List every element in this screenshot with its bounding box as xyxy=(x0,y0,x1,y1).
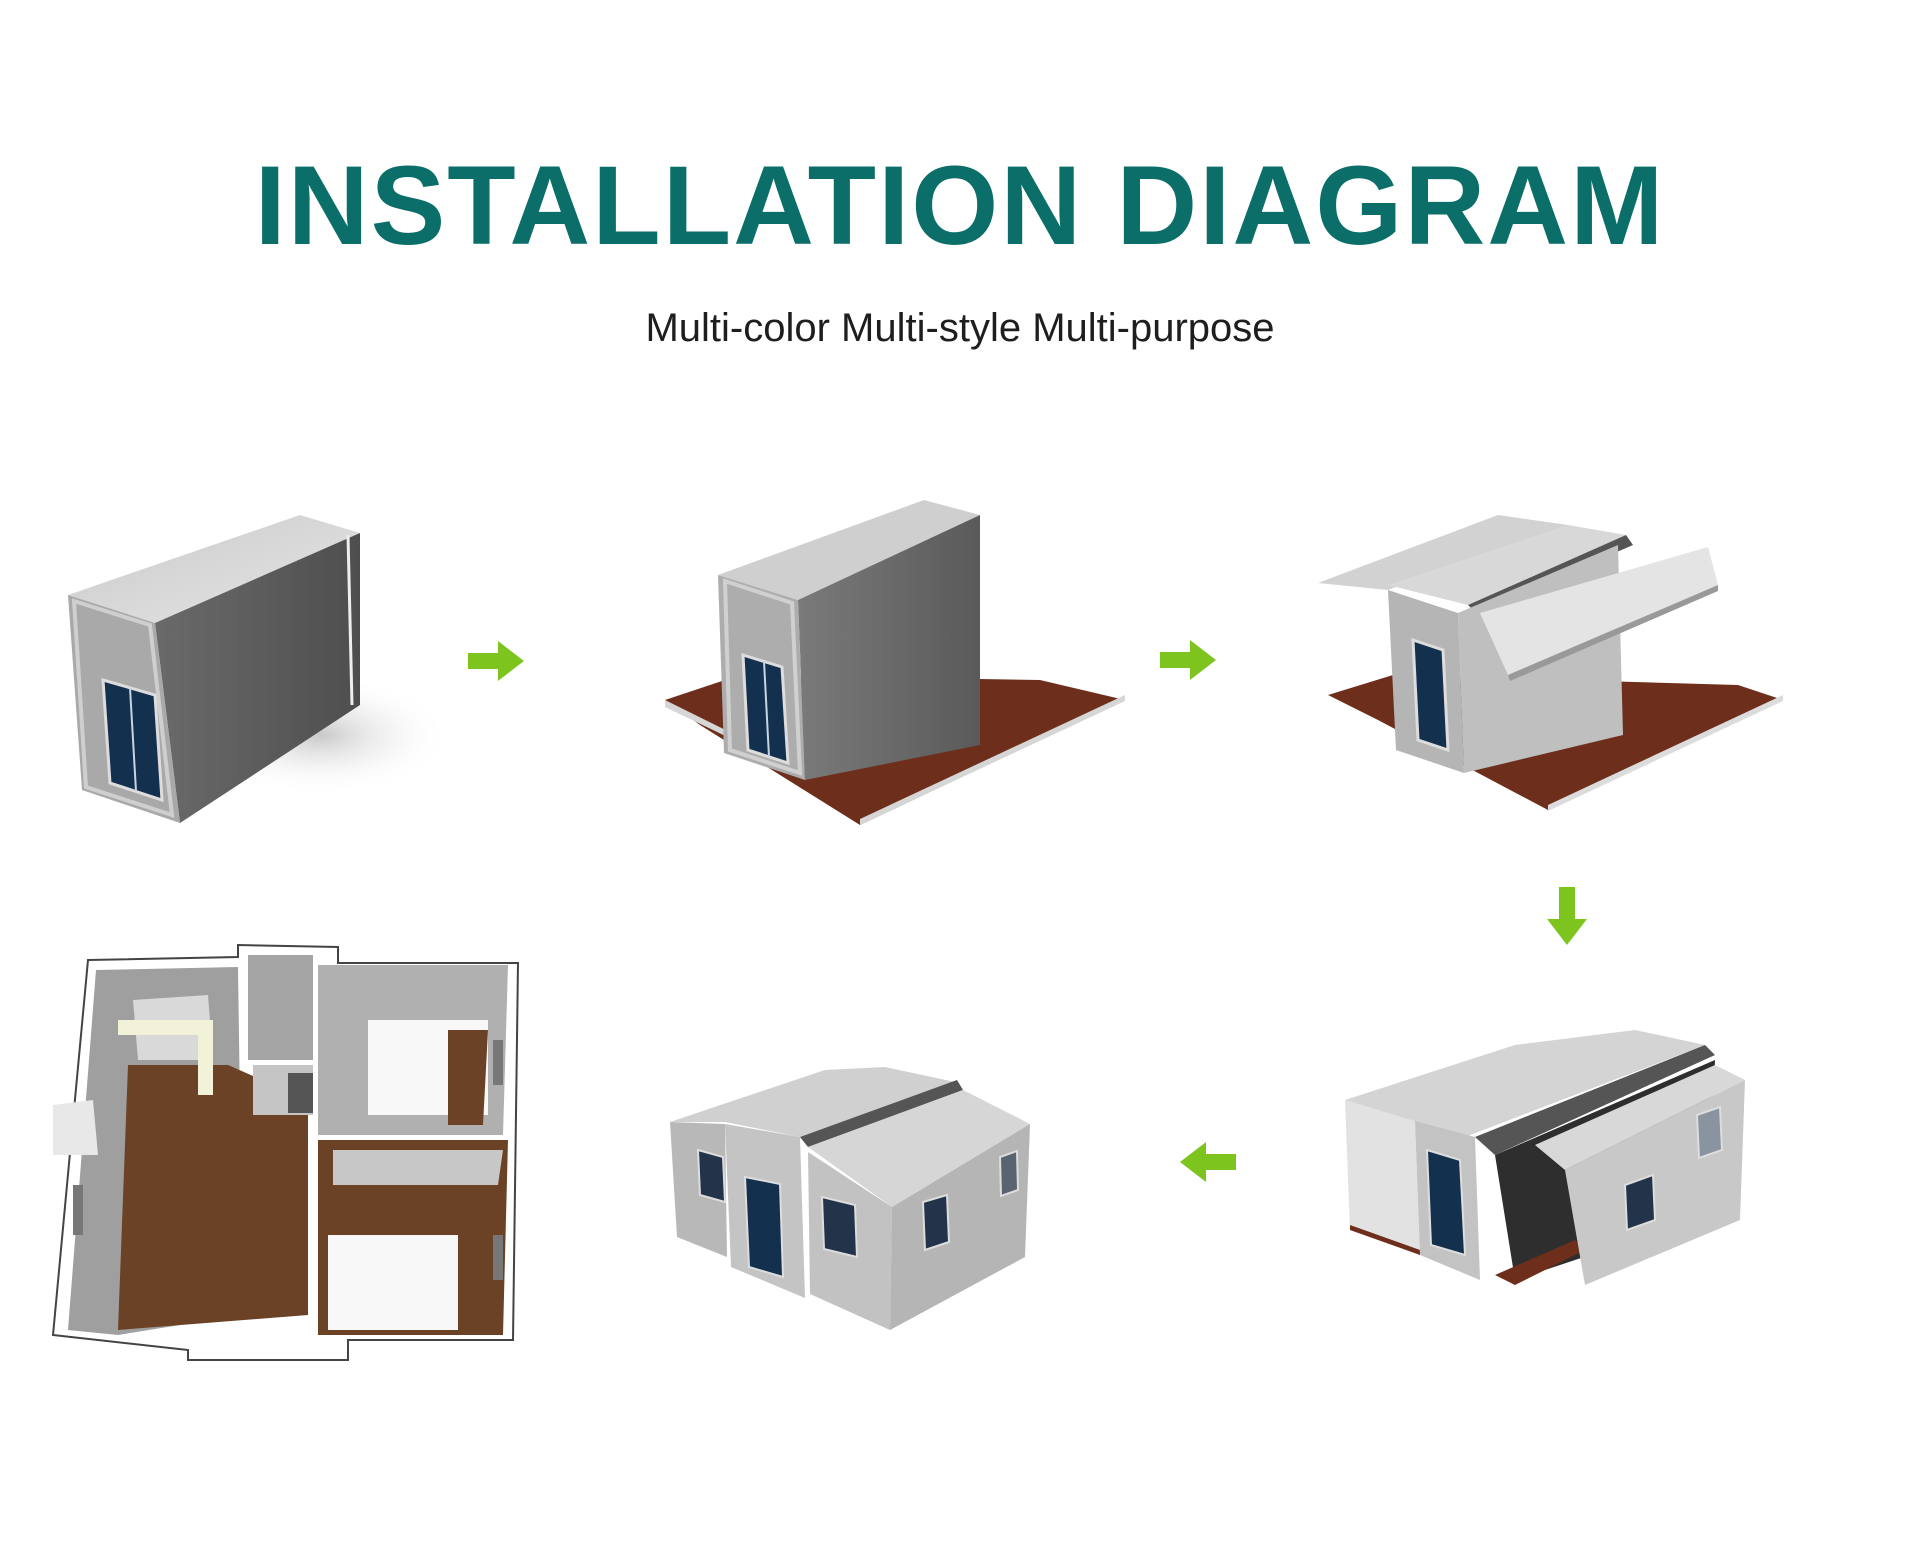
arrow-right-icon xyxy=(468,641,524,681)
arrow-right-icon xyxy=(1160,640,1216,680)
arrow-down-icon xyxy=(1547,887,1587,945)
step-1-folded-container xyxy=(60,505,440,835)
step-3-roof-unfolded xyxy=(1318,505,1878,825)
step-6-interior-floor-plan xyxy=(48,935,558,1395)
step-2-floor-unfolded xyxy=(660,495,1140,825)
arrow-left-icon xyxy=(1180,1142,1236,1182)
page-subtitle: Multi-color Multi-style Multi-purpose xyxy=(645,306,1275,350)
step-4-walls-raised xyxy=(1345,1025,1815,1295)
page-title: INSTALLATION DIAGRAM xyxy=(254,143,1666,268)
step-5-completed-house xyxy=(665,1062,1045,1332)
